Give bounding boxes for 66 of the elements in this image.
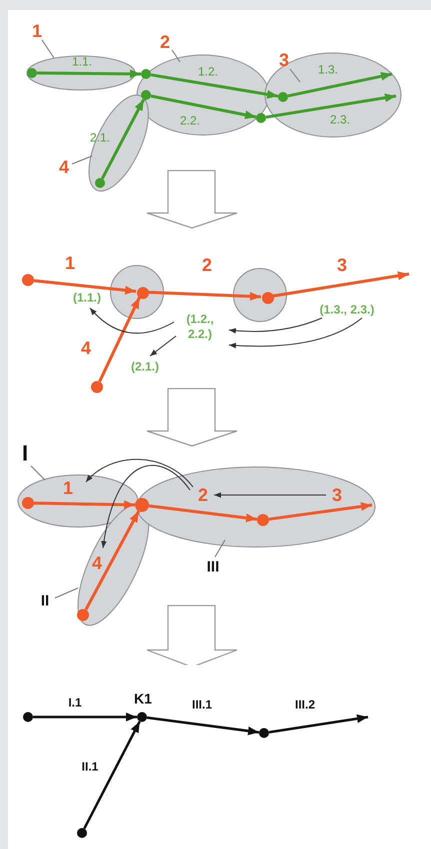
node-label: II: [40, 592, 50, 612]
leader-line: [72, 156, 92, 164]
edge-label: 2: [202, 254, 212, 276]
flow-arrow: [148, 290, 262, 301]
edge-label: 3: [337, 254, 347, 276]
flow-arrow: [150, 73, 278, 99]
node-label: 2: [160, 30, 170, 54]
node-label: III: [206, 558, 220, 578]
reference-arrow: [214, 492, 326, 498]
flow-arrow: [268, 714, 368, 734]
leader-line: [172, 50, 180, 62]
edge-label: 1.2.: [198, 64, 218, 80]
reference-arrow: [90, 308, 174, 334]
edge-label: 1.1.: [72, 54, 92, 70]
reference-arrow: [86, 458, 194, 488]
flow-arrow: [33, 712, 137, 722]
node-label: (1.3., 2.3.): [320, 302, 374, 318]
region-ellipse: [137, 467, 375, 547]
node-label: I: [22, 439, 28, 467]
node-label: 4: [92, 552, 102, 574]
leader-line: [290, 68, 300, 82]
flow-arrow: [288, 72, 392, 98]
reference-arrow: [150, 336, 176, 356]
reference-arrow: [228, 318, 322, 334]
flow-arrow: [268, 502, 372, 521]
node-label: (2.1.): [131, 360, 159, 374]
edge-label: I.1: [68, 696, 82, 710]
node-label: 1: [32, 20, 42, 42]
reference-arrow: [228, 318, 362, 348]
node-label: 3: [279, 48, 289, 72]
edge-label: 1: [65, 252, 75, 274]
region-ellipse: [89, 94, 149, 192]
node-label: 2: [198, 484, 208, 506]
edge-label: III.1: [192, 698, 212, 712]
edge-label: 4: [81, 336, 91, 360]
node-label: 3: [332, 484, 342, 506]
flow-arrow: [98, 296, 141, 382]
region-ellipse: [18, 475, 138, 527]
leader-line: [54, 588, 78, 598]
reference-arrow: [101, 465, 190, 548]
edge-label: 2.3.: [330, 112, 350, 128]
flow-arrow: [84, 510, 140, 610]
flow-arrow: [272, 271, 410, 298]
leader-line: [214, 540, 226, 558]
edge-label: III.2: [295, 698, 315, 712]
flow-arrow: [266, 93, 396, 119]
edge-label: 2.1.: [90, 130, 110, 146]
leader-line: [30, 466, 46, 480]
flow-arrow: [146, 716, 260, 736]
edge-label: II.1: [82, 760, 98, 774]
region-ellipse: [27, 56, 135, 90]
edge-label: 1.3.: [318, 62, 338, 78]
node-label: (1.2., 2.2.): [174, 312, 226, 342]
flow-arrow: [150, 94, 256, 120]
node-label: (1.1.): [73, 290, 101, 306]
flow-arrow: [148, 504, 258, 522]
node-label: 1: [63, 476, 73, 500]
region-ellipse: [78, 504, 148, 626]
region-ellipse: [137, 55, 269, 135]
edge-label: 2.2.: [180, 114, 200, 128]
node-label: 4: [59, 156, 69, 178]
node-caption: K1: [134, 690, 152, 708]
flow-arrow: [34, 279, 136, 295]
leader-line: [42, 40, 54, 58]
flow-arrow: [83, 720, 141, 830]
region-ellipse: [265, 53, 401, 137]
